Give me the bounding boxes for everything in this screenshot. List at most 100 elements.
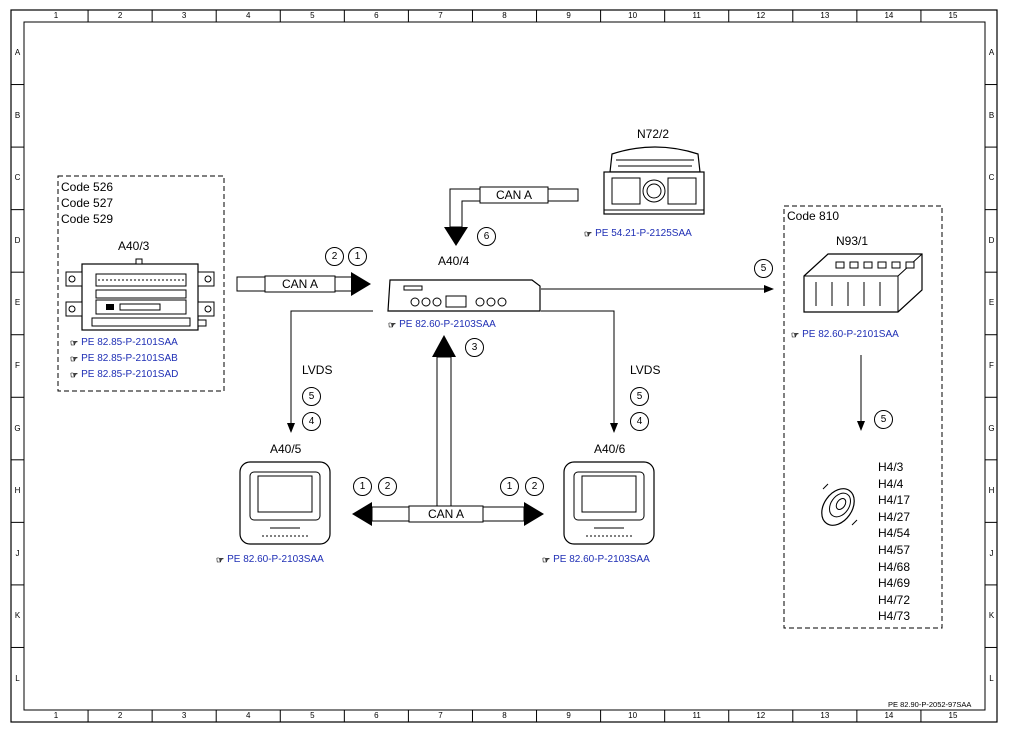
- a40-6-label: A40/6: [594, 442, 626, 456]
- code-527-label: Code 527: [61, 196, 114, 210]
- grid-column-label: 9: [566, 11, 571, 20]
- lvds-label-left: LVDS: [302, 363, 333, 377]
- a40-3-code-box: [57, 175, 225, 392]
- can-a-label-top-left: CAN A: [281, 277, 318, 291]
- step-marker-1: 1: [348, 247, 367, 266]
- reference-text: PE 82.85-P-2101SAA: [81, 337, 178, 348]
- pointing-hand-icon: ☞: [70, 337, 79, 348]
- n93-1-reference[interactable]: ☞PE 82.60-P-2101SAA: [791, 330, 899, 340]
- reference-text: PE 82.60-P-2101SAA: [802, 329, 899, 340]
- can-a-label-top: CAN A: [495, 188, 532, 202]
- grid-column-label: 3: [181, 711, 187, 720]
- grid-column-label: 8: [502, 11, 507, 20]
- grid-row-label: L: [15, 673, 20, 683]
- a40-6-reference[interactable]: ☞PE 82.60-P-2103SAA: [542, 555, 650, 565]
- a40-4-label: A40/4: [438, 254, 470, 268]
- grid-row-label: E: [14, 298, 21, 308]
- reference-text: PE 82.85-P-2101SAB: [81, 353, 178, 364]
- grid-column-label: 10: [628, 711, 638, 720]
- speaker-id: H4/57: [878, 542, 911, 557]
- pointing-hand-icon: ☞: [542, 554, 551, 565]
- a40-3-reference-1[interactable]: ☞PE 82.85-P-2101SAA: [70, 338, 178, 348]
- grid-row-label: C: [14, 173, 21, 183]
- grid-row-label: E: [988, 298, 995, 308]
- a40-4-control-unit: [387, 279, 541, 312]
- pointing-hand-icon: ☞: [70, 353, 79, 364]
- can-a-arrow-right-top: [236, 272, 371, 296]
- step-marker-1: 1: [500, 477, 519, 496]
- speaker-id: H4/69: [878, 576, 911, 591]
- code-810-label: Code 810: [787, 209, 840, 223]
- grid-column-label: 4: [245, 711, 251, 720]
- speaker-id: H4/72: [878, 592, 911, 607]
- grid-row-label: K: [988, 611, 995, 621]
- grid-column-label: 10: [628, 11, 638, 20]
- speaker-icon: [821, 483, 858, 526]
- a40-5-label: A40/5: [270, 442, 302, 456]
- grid-row-label: K: [14, 611, 21, 621]
- step-marker-3: 3: [465, 338, 484, 357]
- a40-3-reference-2[interactable]: ☞PE 82.85-P-2101SAB: [70, 354, 178, 364]
- grid-row-label: J: [989, 548, 994, 558]
- can-a-arrow-up-center: [432, 335, 456, 508]
- grid-column-label: 15: [948, 711, 958, 720]
- a40-3-reference-3[interactable]: ☞PE 82.85-P-2101SAD: [70, 370, 178, 380]
- grid-column-label: 14: [884, 711, 894, 720]
- grid-column-label: 2: [117, 711, 123, 720]
- n72-2-overhead-panel: [603, 146, 705, 215]
- step-marker-1: 1: [353, 477, 372, 496]
- grid-column-label: 4: [245, 11, 251, 20]
- can-a-arrow-bidirectional-bottom: [352, 502, 544, 526]
- a40-5-reference[interactable]: ☞PE 82.60-P-2103SAA: [216, 555, 324, 565]
- n93-1-code-box: [783, 205, 943, 629]
- reference-text: PE 82.60-P-2103SAA: [553, 554, 650, 565]
- grid-ticks: [11, 10, 997, 722]
- step-marker-5: 5: [754, 259, 773, 278]
- grid-column-label: 2: [117, 11, 123, 20]
- grid-column-label: 6: [374, 711, 379, 720]
- grid-row-label: D: [988, 235, 995, 245]
- speaker-id: H4/27: [878, 509, 911, 524]
- grid-column-label: 3: [181, 11, 187, 20]
- grid-column-label: 1: [53, 711, 59, 720]
- step-marker-4: 4: [630, 412, 649, 431]
- pointing-hand-icon: ☞: [388, 319, 397, 330]
- grid-column-label: 12: [756, 11, 766, 20]
- grid-row-label: J: [15, 548, 20, 558]
- grid-row-label: H: [988, 486, 995, 496]
- step-marker-4: 4: [302, 412, 321, 431]
- grid-column-label: 5: [310, 711, 315, 720]
- step-marker-6: 6: [477, 227, 496, 246]
- reference-text: PE 82.60-P-2103SAA: [227, 554, 324, 565]
- step-marker-2: 2: [378, 477, 397, 496]
- grid-column-label: 8: [502, 711, 507, 720]
- document-id: PE 82.90-P-2052-97SAA: [888, 700, 972, 709]
- grid-column-label: 11: [692, 11, 701, 20]
- grid-row-label: A: [988, 48, 995, 58]
- grid-row-label: B: [14, 110, 21, 120]
- can-a-label-bottom: CAN A: [427, 507, 464, 521]
- code-526-label: Code 526: [61, 180, 114, 194]
- a40-3-label: A40/3: [118, 239, 150, 253]
- outer-frame: [10, 9, 998, 723]
- grid-column-label: 9: [566, 711, 571, 720]
- step-marker-2: 2: [525, 477, 544, 496]
- a40-6-display: [563, 461, 655, 545]
- n93-1-amplifier: [803, 253, 923, 313]
- grid-column-label: 14: [884, 11, 894, 20]
- lvds-line-right: [541, 310, 618, 433]
- inner-frame: [23, 21, 986, 711]
- grid-row-label: L: [989, 673, 994, 683]
- grid-row-label: G: [14, 423, 21, 433]
- a40-4-reference[interactable]: ☞PE 82.60-P-2103SAA: [388, 320, 496, 330]
- grid-row-label: F: [15, 361, 20, 370]
- reference-text: PE 54.21-P-2125SAA: [595, 228, 692, 239]
- n72-2-label: N72/2: [637, 127, 670, 141]
- grid-column-label: 1: [53, 11, 59, 20]
- grid-row-label: D: [14, 235, 21, 245]
- can-a-arrow-down-top: [444, 186, 579, 246]
- a40-3-radio-unit: [65, 258, 215, 331]
- n72-2-reference[interactable]: ☞PE 54.21-P-2125SAA: [584, 229, 692, 239]
- speaker-list: H4/3 H4/4 H4/17 H4/27 H4/54 H4/57 H4/68 …: [878, 459, 910, 625]
